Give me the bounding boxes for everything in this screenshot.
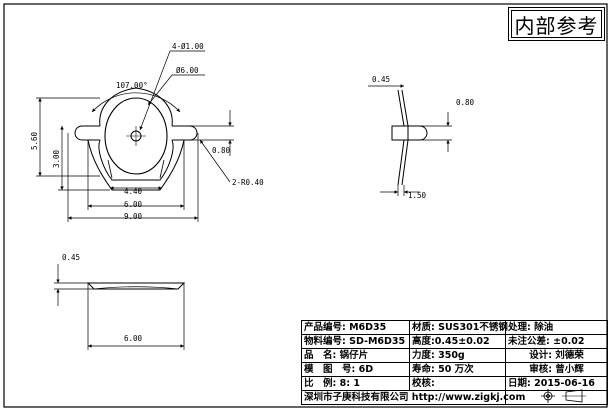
dim-side-080-label: 0.80 (456, 98, 475, 107)
dim-width-900-label: 9.00 (124, 212, 143, 221)
dim-height-560-label: 5.60 (30, 131, 39, 150)
front-view (86, 282, 186, 290)
title-row: 物料编号: SD-M6D35 高度:0.45±0.02 未注公差: ±0.02 (301, 334, 608, 349)
dim-side-045-label: 0.45 (372, 75, 390, 84)
dim-radius-label: 2-R0.40 (232, 178, 264, 187)
sheet-border (3, 3, 608, 408)
dim-front-045-label: 0.45 (62, 253, 80, 262)
company-name: 深圳市子庚科技有限公司 http://www.zigkj.com (301, 390, 525, 405)
scale: 比 例: 8: 1 (301, 376, 410, 391)
title-row: 品 名: 锅仔片 力度: 350g 设计: 刘德荣 (301, 348, 608, 363)
dimension-labels: 4-Ø1.00 Ø6.00 107.00° 5.60 3.00 2-R0.40 … (30, 42, 475, 343)
tolerance: 未注公差: ±0.02 (505, 334, 608, 349)
side-view (391, 89, 428, 186)
stamp-text: 内部参考 (514, 13, 599, 38)
top-view (74, 87, 198, 191)
height: 高度:0.45±0.02 (409, 334, 506, 349)
dim-width-440-label: 4.40 (124, 187, 143, 196)
dim-height-300-label: 3.00 (52, 149, 61, 168)
dim-hole-label: 4-Ø1.00 (172, 42, 204, 51)
product-number: 产品编号: M6D35 (301, 320, 410, 335)
part-name: 品 名: 锅仔片 (301, 348, 410, 363)
material-number: 物料编号: SD-M6D35 (301, 334, 410, 349)
reviewer: 审核: 曾小辉 (505, 362, 608, 377)
material: 材质: SUS301不锈钢 (409, 320, 508, 335)
title-block: 产品编号: M6D35 材质: SUS301不锈钢 处理: 除油 物料编号: S… (301, 320, 608, 405)
checker: 校核: (409, 376, 506, 391)
dim-front-600-label: 6.00 (124, 334, 143, 343)
force: 力度: 350g (409, 348, 506, 363)
dim-width-600-label: 6.00 (124, 200, 143, 209)
top-view-dimensions (36, 50, 234, 222)
dim-angle-label: 107.00° (116, 81, 148, 90)
front-view-dimensions (54, 264, 185, 350)
title-row: 深圳市子庚科技有限公司 http://www.zigkj.com (301, 390, 608, 405)
title-row: 比 例: 8: 1 校核: 日期: 2015-06-16 (301, 376, 608, 391)
treatment: 处理: 除油 (505, 320, 608, 335)
side-view-dimensions (368, 84, 452, 196)
dim-tab-offset-label: 0.80 (212, 146, 231, 155)
date: 日期: 2015-06-16 (505, 376, 608, 391)
title-row: 产品编号: M6D35 材质: SUS301不锈钢 处理: 除油 (301, 320, 608, 335)
dim-side-150-label: 1.50 (408, 191, 427, 200)
projection-cell (505, 390, 608, 405)
designer: 设计: 刘德荣 (505, 348, 608, 363)
title-row: 模 图 号: 6D 寿命: 50 万次 审核: 曾小辉 (301, 362, 608, 377)
lifespan: 寿命: 50 万次 (409, 362, 506, 377)
drawing-number: 模 图 号: 6D (301, 362, 410, 377)
internal-reference-stamp: 内部参考 (508, 7, 605, 41)
dim-inner-circle-label: Ø6.00 (176, 66, 199, 75)
